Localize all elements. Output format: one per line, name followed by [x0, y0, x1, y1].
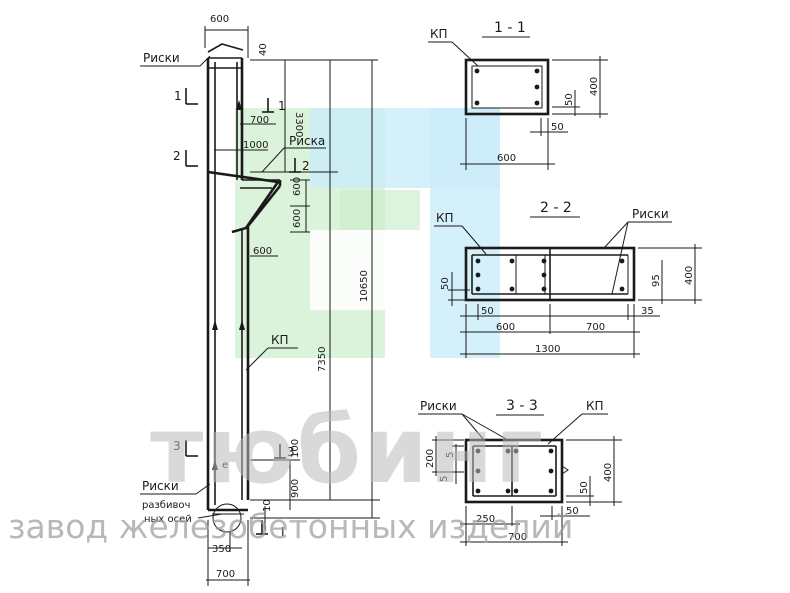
label-razbivoch-1: разбивоч [142, 500, 190, 511]
section-3-3: 3 - 3 Риски КП 400 50 [418, 398, 622, 546]
cut-2-left: 2 [173, 149, 181, 163]
label-razbivoch-2: ных осей [144, 514, 192, 525]
section-2-2-cover-v: 50 [440, 277, 451, 290]
cut-1-right: 1 [278, 99, 286, 113]
section-2-2-riski: Риски [632, 207, 669, 221]
cut-3-right: 3 [287, 445, 295, 459]
cut-1-left: 1 [174, 89, 182, 103]
dim-10650: 10650 [359, 270, 370, 302]
dim-700-bottom: 700 [216, 569, 235, 580]
section-1-1-cover-h: 50 [551, 122, 564, 133]
watermark-brand: тюбинг [150, 397, 545, 504]
section-2-2-cover-h: 50 [481, 306, 494, 317]
section-2-2-600: 600 [496, 322, 515, 333]
label-riski-top: Риски [143, 51, 180, 65]
section-3-3-5a: 5 [445, 452, 456, 458]
dim-40-top: 40 [258, 43, 269, 56]
section-1-1-kp: КП [430, 27, 448, 41]
dim-1000: 1000 [243, 140, 268, 151]
section-2-2-1300: 1300 [535, 344, 560, 355]
column-elevation: е [204, 26, 380, 586]
dim-600-riser-a: 600 [292, 177, 303, 196]
section-1-1: 1 - 1 КП 600 400 50 50 [428, 20, 608, 170]
dim-600-lower: 600 [253, 246, 272, 257]
section-2-2-35: 35 [641, 306, 654, 317]
cut-2-right: 2 [302, 159, 310, 173]
label-riski-bottom: Риски [142, 479, 179, 493]
section-3-3-height: 400 [603, 463, 614, 482]
section-2-2-height: 400 [684, 266, 695, 285]
section-1-1-title: 1 - 1 [494, 20, 526, 36]
watermark-text: тюбинг завод железобетонных изделий [8, 397, 573, 546]
dim-600-riser-b: 600 [292, 209, 303, 228]
cut-3-left: 3 [173, 439, 181, 453]
section-2-2-700: 700 [586, 322, 605, 333]
watermark-subtitle: завод железобетонных изделий [8, 507, 573, 546]
dim-10: 10 [262, 499, 273, 512]
section-3-3-riski: Риски [420, 399, 457, 413]
section-3-3-kp: КП [586, 399, 604, 413]
dim-3300: 3300 [293, 112, 304, 137]
dim-100: 100 [290, 439, 301, 458]
section-3-3-cover-v: 50 [579, 481, 590, 494]
dim-700-upper: 700 [250, 115, 269, 126]
elevation-labels: 600 40 Риски 700 1000 Риска 600 600 600 … [140, 14, 370, 580]
section-1-1-cover-v: 50 [564, 93, 575, 106]
svg-text:е: е [222, 460, 228, 471]
watermark-logo [235, 108, 500, 358]
section-3-3-200: 200 [425, 449, 436, 468]
cut-markers: 1 1 2 2 3 3 I [173, 88, 310, 539]
section-3-3-5b: 5 [439, 476, 450, 482]
dim-600-top: 600 [210, 14, 229, 25]
section-2-2-95: 95 [651, 274, 662, 287]
section-2-2-kp: КП [436, 211, 454, 225]
section-3-3-250: 250 [476, 514, 495, 525]
dim-7350: 7350 [317, 347, 328, 372]
section-3-3-cover-h: 50 [566, 506, 579, 517]
section-3-3-700: 700 [508, 532, 527, 543]
cut-I: I [281, 525, 285, 539]
section-1-1-height: 400 [589, 77, 600, 96]
dim-350: 350 [212, 544, 231, 555]
section-1-1-width: 600 [497, 153, 516, 164]
section-2-2: 2 - 2 КП Риски 400 95 [434, 200, 702, 358]
section-3-3-title: 3 - 3 [506, 398, 538, 414]
section-2-2-title: 2 - 2 [540, 200, 572, 216]
dim-900: 900 [290, 479, 301, 498]
label-kp-column: КП [271, 333, 289, 347]
label-riska: Риска [289, 134, 325, 148]
